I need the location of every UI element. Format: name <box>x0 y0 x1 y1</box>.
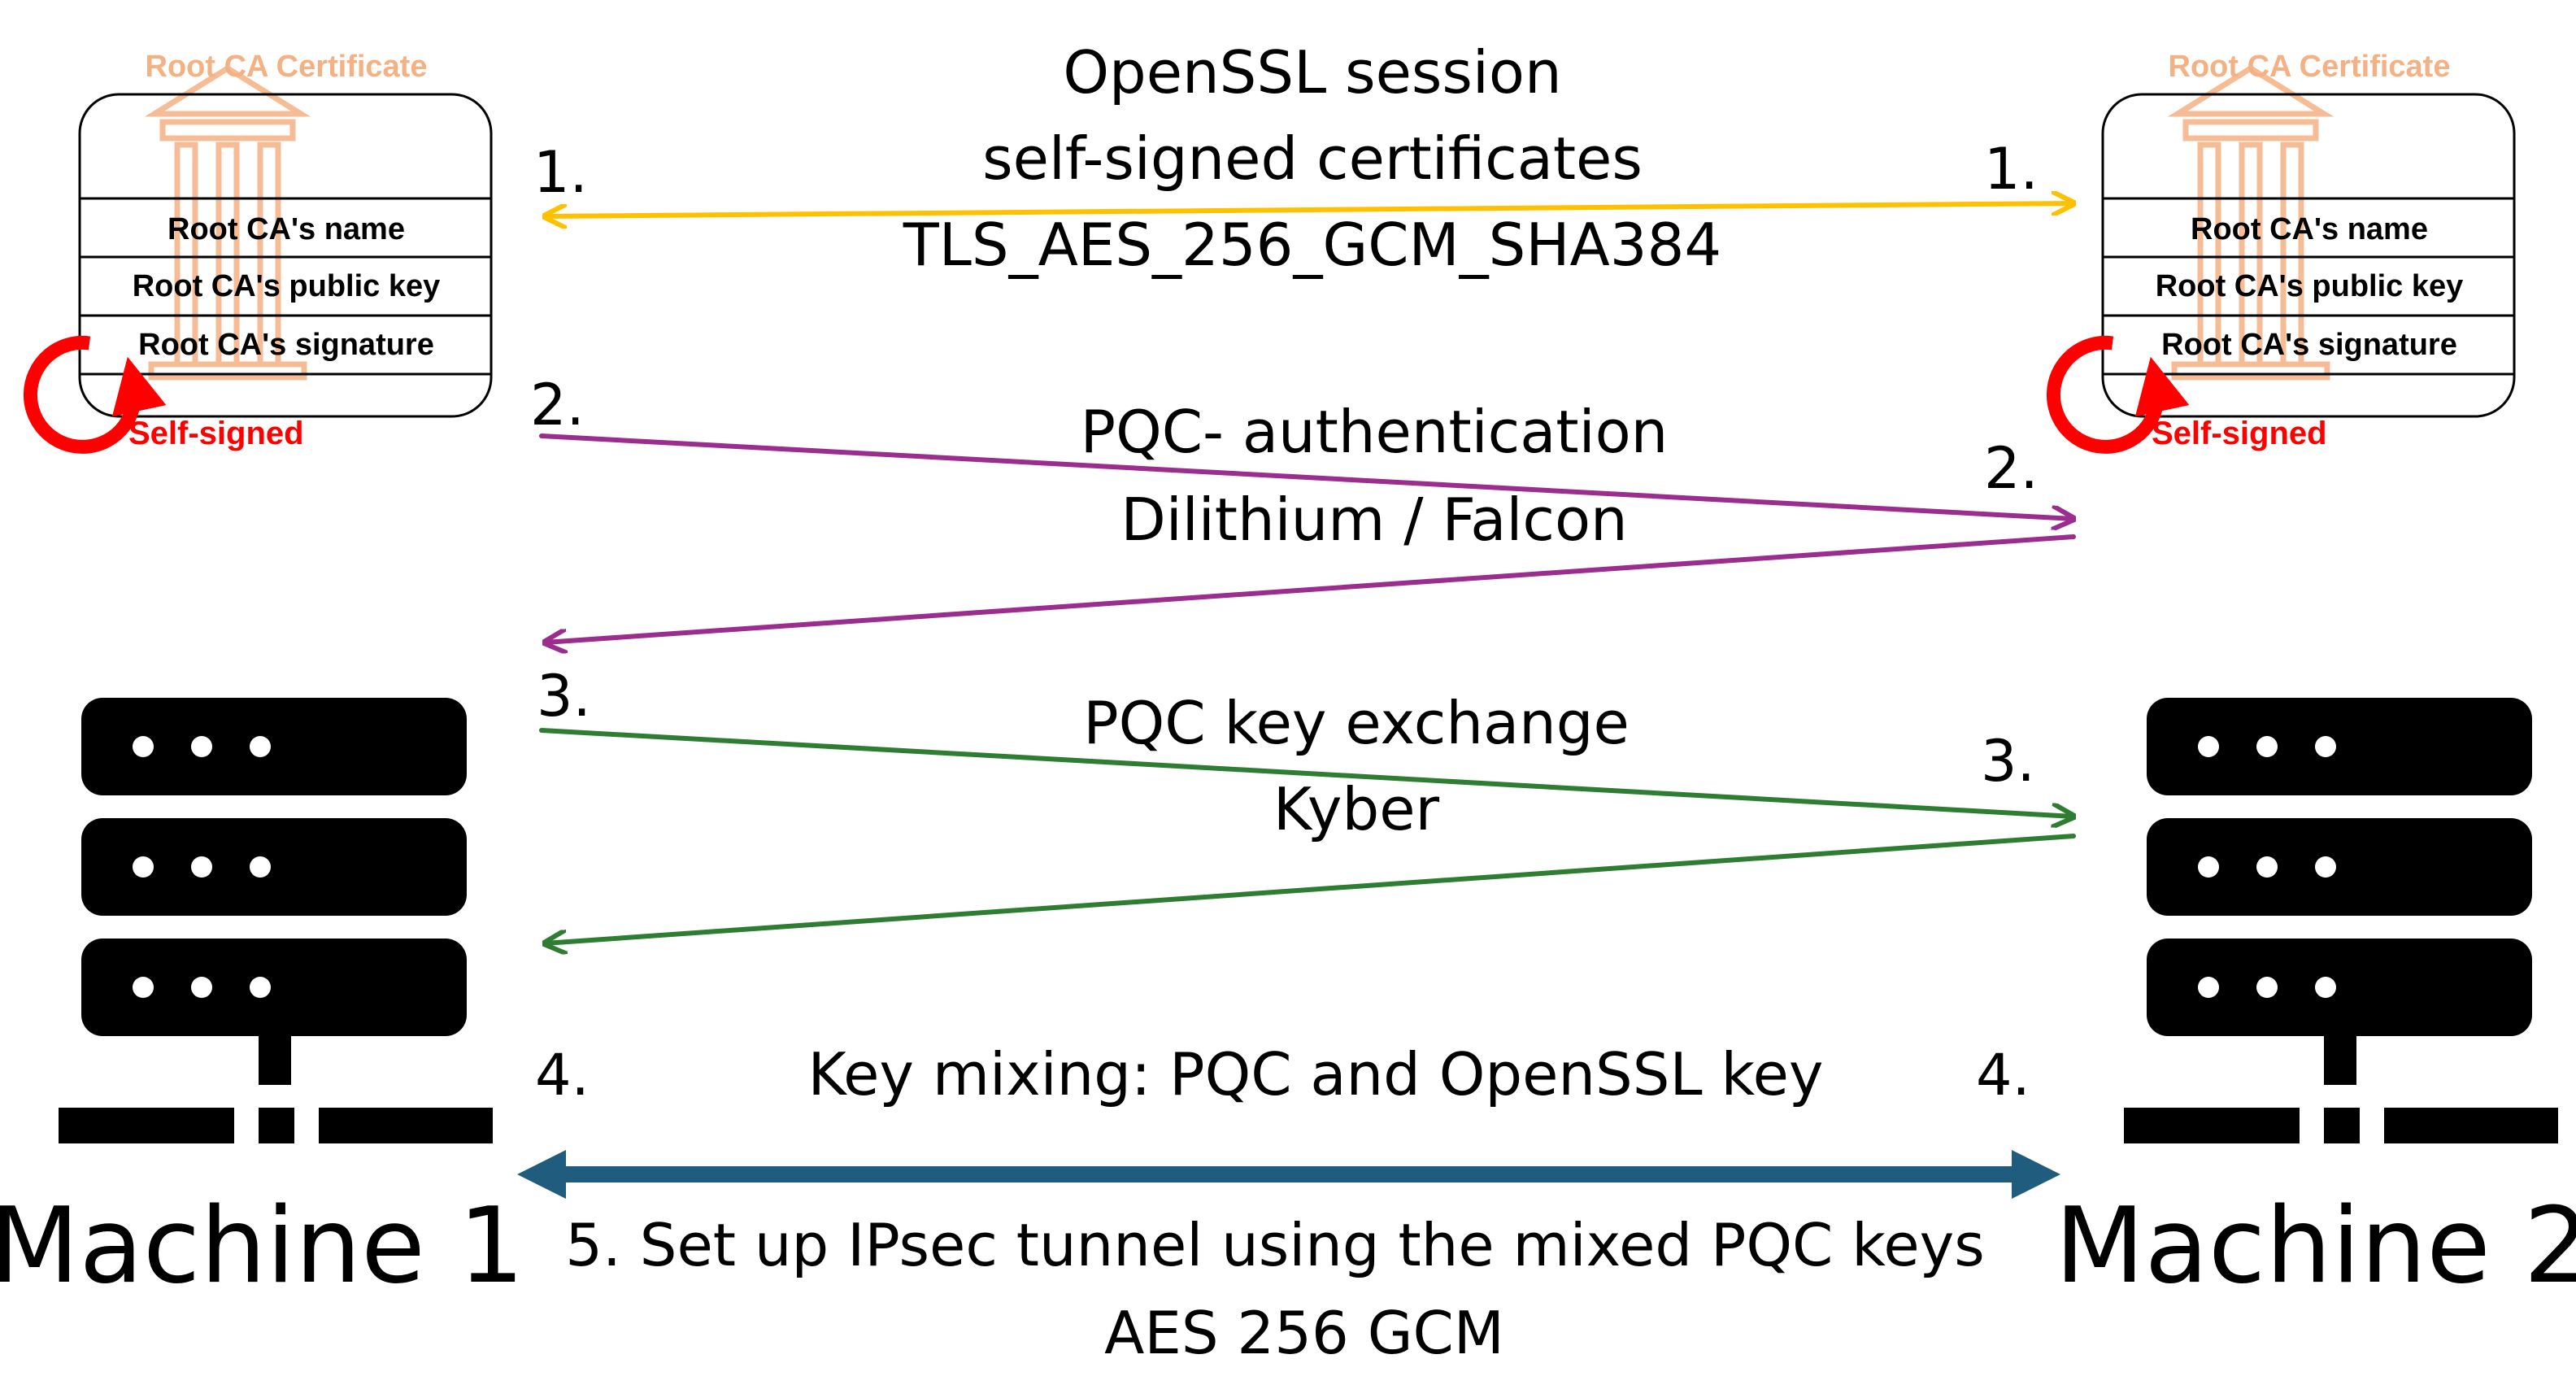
step-1-number-left: 1. <box>533 139 588 206</box>
step-1-number-right: 1. <box>1984 136 2039 203</box>
step-5-line-2: AES 256 GCM <box>1104 1299 1504 1367</box>
cert-row-name: Root CA's name <box>2191 212 2428 246</box>
step-2-line-2: Dilithium / Falcon <box>1120 486 1627 554</box>
step-3-number-left: 3. <box>537 663 591 730</box>
step-2-line-1: PQC- authentication <box>1081 398 1669 466</box>
step-4-label: Key mixing: PQC and OpenSSL key <box>808 1040 1824 1108</box>
step-3-arrow-forward <box>539 728 2073 817</box>
cert-row-public-key: Root CA's public key <box>2156 269 2464 303</box>
bank-building-icon <box>30 68 491 446</box>
step-3-number-right: 3. <box>1981 728 2035 795</box>
step-2-arrow-forward <box>539 433 2073 519</box>
cert-row-signature: Root CA's signature <box>2161 328 2457 362</box>
step-3-line-1: PQC key exchange <box>1083 689 1630 757</box>
step-3-pqc-key-exchange: 3. 3. PQC key exchange Kyber <box>537 663 2073 943</box>
server-icon <box>2124 698 2558 1143</box>
step-1-line-3: TLS_AES_256_GCM_SHA384 <box>903 211 1721 279</box>
self-signed-label: Self-signed <box>2152 416 2327 451</box>
step-1-line-2: self-signed certificates <box>982 124 1643 193</box>
cert-row-signature: Root CA's signature <box>138 328 434 362</box>
step-1-line-1: OpenSSL session <box>1063 38 1561 107</box>
step-4-number-left: 4. <box>535 1042 590 1108</box>
step-2-number-right: 2. <box>1984 435 2039 502</box>
step-4-key-mixing: 4. 4. Key mixing: PQC and OpenSSL key <box>535 1040 2030 1108</box>
step-2-arrow-back <box>545 534 2076 642</box>
cert-title: Root CA Certificate <box>2169 50 2451 84</box>
step-1-openssl-session: 1. 1. OpenSSL session self-signed certif… <box>533 38 2073 279</box>
step-2-pqc-authentication: 2. 2. PQC- authentication Dilithium / Fa… <box>530 372 2073 642</box>
machine-2-label: Machine 2 <box>2055 1186 2576 1307</box>
cert-row-name: Root CA's name <box>168 212 405 246</box>
step-5-line-1: 5. Set up IPsec tunnel using the mixed P… <box>565 1211 1985 1279</box>
step-3-line-2: Kyber <box>1273 775 1440 843</box>
server-icon <box>59 698 493 1143</box>
step-2-number-left: 2. <box>530 372 585 438</box>
step-4-number-right: 4. <box>1976 1042 2030 1108</box>
cert-row-public-key: Root CA's public key <box>133 269 441 303</box>
right-root-ca-certificate: Root CA Certificate Root CA's name Root … <box>2053 50 2514 451</box>
self-signed-label: Self-signed <box>128 416 304 451</box>
left-root-ca-certificate: Root CA Certificate Root CA's name Root … <box>30 50 491 451</box>
bank-building-icon <box>2053 68 2514 446</box>
machine-1-label: Machine 1 <box>0 1186 524 1307</box>
step-1-arrow <box>545 203 2073 216</box>
cert-title: Root CA Certificate <box>146 50 428 84</box>
step-3-arrow-back <box>545 834 2076 943</box>
step-5-ipsec-tunnel: 5. Set up IPsec tunnel using the mixed P… <box>517 1150 2060 1367</box>
